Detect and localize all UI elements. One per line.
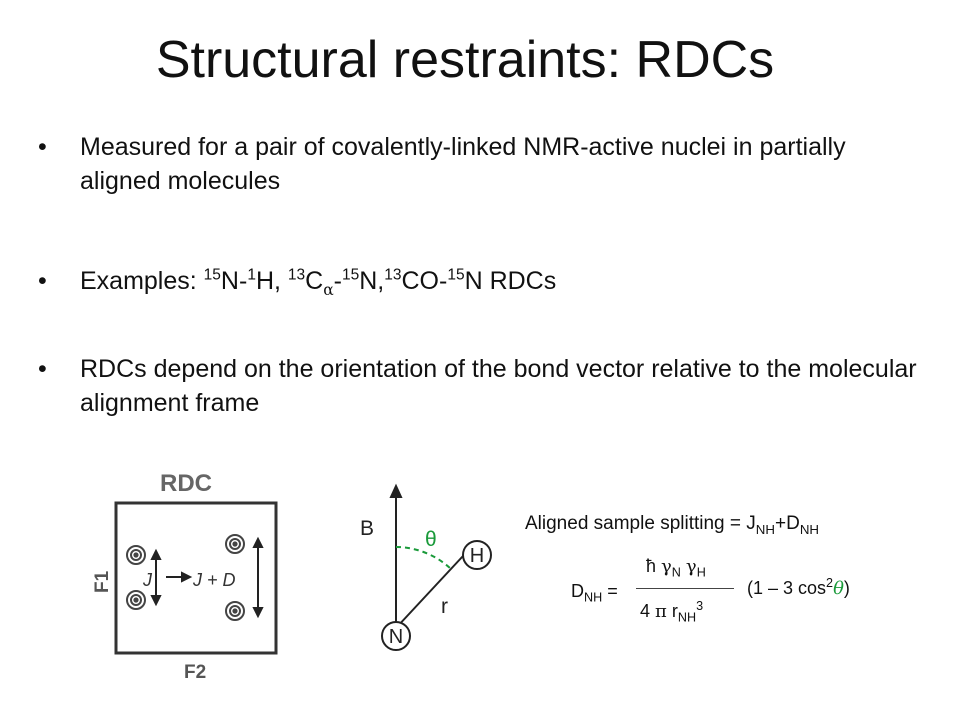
theta-angle-arc [395, 546, 452, 570]
gamma-h-symbol: γ [685, 556, 697, 577]
j-plus-d-arrow [252, 536, 264, 619]
examples-tail: N RDCs [464, 267, 557, 295]
bullet-text: Examples: 15N-1H, 13Cα-15N,13CO-15N RDCs [80, 264, 918, 298]
atom-n: N- [220, 267, 248, 295]
theta-label: θ [425, 528, 437, 551]
isotope-c13: 13 [384, 266, 402, 284]
bullet-text: RDCs depend on the orientation of the bo… [80, 355, 917, 417]
hydrogen-atom-circle [462, 540, 492, 570]
fraction-denominator: 4 π rNH3 [640, 599, 704, 625]
bond-length-label: r [441, 595, 448, 618]
bullet-dot: • [38, 133, 47, 161]
isotope-n15: 15 [203, 266, 221, 284]
j-label: J [142, 570, 153, 590]
peak-bottom-left [126, 590, 146, 610]
nitrogen-atom-circle [381, 621, 411, 651]
gamma-n-subscript: N [671, 565, 681, 580]
factor-text: (1 – 3 cos [747, 578, 827, 598]
atom-n: N, [359, 267, 385, 295]
dash: - [333, 267, 342, 295]
d-subscript: NH [799, 521, 820, 537]
isotope-n15: 15 [447, 266, 465, 284]
splitting-text: Aligned sample splitting = J [525, 513, 756, 534]
f1-axis-label: F1 [92, 570, 113, 593]
peak-top-right [225, 534, 245, 554]
b-field-label: B [360, 517, 374, 540]
isotope-h1: 1 [247, 266, 256, 284]
cos-squared: 2 [826, 576, 834, 590]
slide-title: Structural restraints: RDCs [155, 31, 775, 89]
atom-co: CO- [401, 267, 448, 295]
aligned-splitting-equation: Aligned sample splitting = JNH+DNH [525, 513, 820, 537]
nh-bond-line [395, 555, 464, 629]
peak-top-left [126, 545, 146, 565]
fraction-bar [636, 588, 734, 589]
factor-close: ) [843, 578, 850, 598]
gamma-h-subscript: H [696, 565, 706, 580]
peak-bottom-right [225, 601, 245, 621]
angular-factor: (1 – 3 cos2θ) [747, 576, 850, 599]
pi-symbol: π [655, 601, 667, 622]
plus-d-text: +D [774, 513, 800, 534]
rdc-spectrum-diagram: RDC F1 F2 J J + D [92, 470, 278, 683]
bullet-dot: • [38, 267, 47, 295]
dnh-subscript: NH [584, 590, 603, 605]
gamma-n-symbol: γ [661, 556, 672, 577]
f2-axis-label: F2 [184, 662, 206, 683]
r-symbol: r [666, 601, 678, 621]
bullet-text: Measured for a pair of covalently-linked… [80, 133, 846, 195]
r-subscript: NH [677, 610, 697, 625]
hydrogen-atom-label: H [470, 545, 484, 567]
transition-arrow-icon [166, 571, 193, 583]
r-cubed: 3 [696, 599, 704, 613]
dnh-lhs: DNH = [571, 581, 618, 605]
j-subscript: NH [755, 521, 775, 537]
spectrum-frame [114, 501, 278, 655]
equals-sign: = [602, 581, 618, 601]
fraction-numerator: ħ γN γH [646, 556, 706, 580]
bond-vector-diagram: B θ H N r [360, 483, 492, 651]
hbar-symbol: ħ [646, 556, 657, 576]
isotope-n15: 15 [342, 266, 360, 284]
bullet-dot: • [38, 355, 47, 383]
atom-h: H, [255, 267, 288, 295]
nitrogen-atom-label: N [389, 626, 403, 648]
four-text: 4 [640, 601, 656, 621]
dnh-symbol: D [571, 581, 584, 601]
spectrum-header: RDC [160, 470, 212, 497]
j-plus-d-label: J + D [192, 570, 236, 590]
examples-lead: Examples: [80, 267, 204, 295]
factor-theta: θ [833, 578, 844, 599]
b-field-arrow [389, 483, 403, 628]
atom-c: C [305, 267, 324, 295]
isotope-c13: 13 [287, 266, 306, 284]
j-coupling-arrow [150, 548, 162, 607]
alpha-subscript: α [323, 281, 334, 299]
